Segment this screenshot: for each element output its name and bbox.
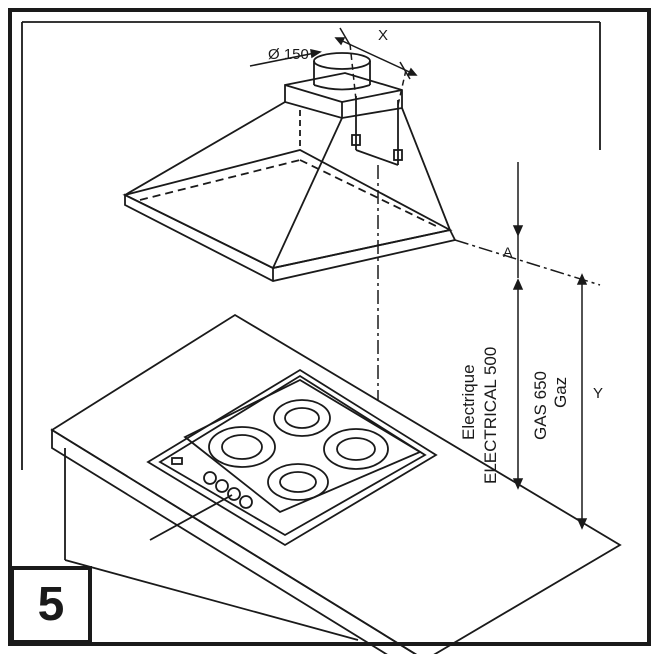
diameter-leader [249, 49, 322, 67]
a-label: A [503, 244, 513, 260]
diagram-frame [8, 8, 651, 646]
x-label: X [378, 27, 388, 44]
hob [146, 368, 438, 547]
diameter-label: Ø 150 [268, 46, 309, 63]
worktop [50, 313, 622, 654]
step-number-box: 5 [10, 566, 92, 644]
electrique-label: Electrique [459, 364, 478, 440]
gaz-label: Gaz [551, 377, 570, 408]
x-dimension [334, 27, 418, 106]
cooker-hood [122, 52, 457, 282]
height-dimensions [454, 162, 601, 530]
y-label: Y [593, 385, 603, 402]
step-number: 5 [37, 578, 65, 631]
electrical-label: ELECTRICAL 500 [481, 347, 500, 484]
room-edges [21, 21, 601, 470]
gas-label: GAS 650 [531, 371, 550, 440]
